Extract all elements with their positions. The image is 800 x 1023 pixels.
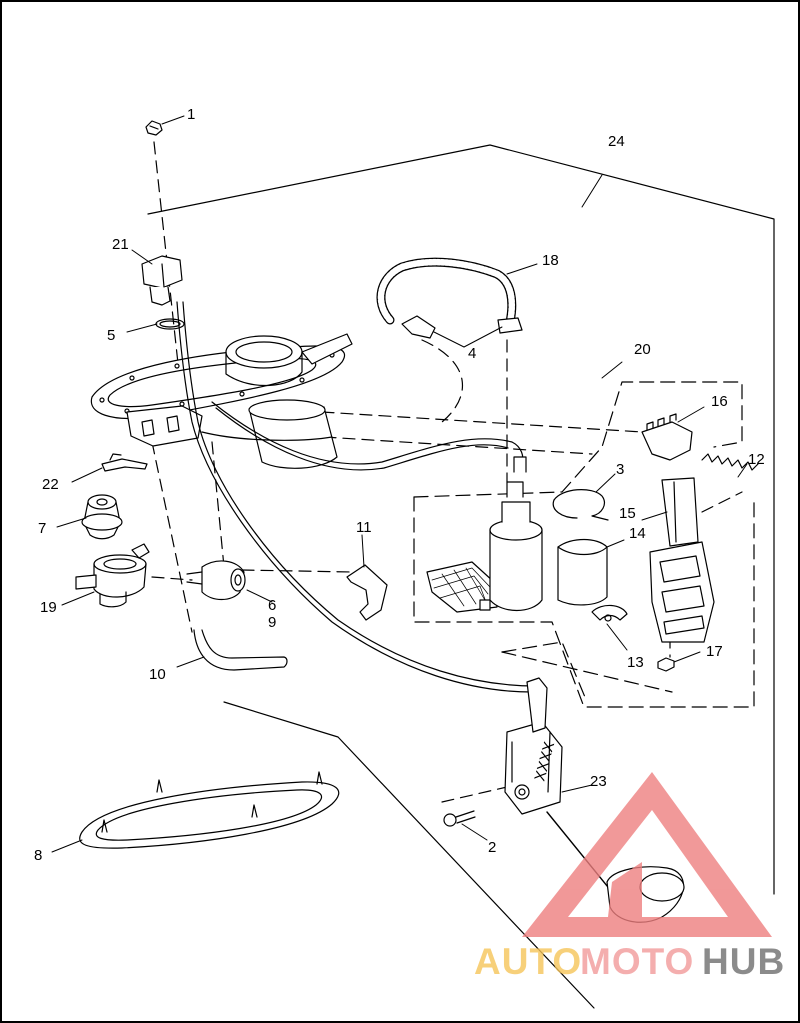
hose-18: [376, 257, 517, 327]
gasket-8: [79, 771, 340, 849]
watermark: AUTO MOTO HUB: [474, 772, 785, 982]
bracket-16: [641, 413, 693, 461]
callout-17: 17: [706, 643, 723, 660]
regulator-7: [81, 494, 123, 540]
watermark-logo: [522, 772, 772, 937]
watermark-part-hub: HUB: [702, 941, 785, 982]
callout-14: 14: [629, 525, 646, 542]
float-body: [649, 541, 715, 643]
assembly-boundary: [147, 144, 775, 1009]
callout-21: 21: [112, 236, 129, 253]
callout-23: 23: [590, 773, 607, 790]
callout-18: 18: [542, 252, 559, 269]
watermark-part-auto: AUTO: [474, 941, 582, 982]
callout-11: 11: [356, 519, 372, 536]
callout-20: 20: [634, 341, 651, 358]
top-plate: [90, 333, 353, 420]
connector-21: [141, 255, 183, 306]
bracket-11: [346, 564, 388, 621]
kit-boundary-20: [413, 381, 755, 708]
callout-13: 13: [627, 654, 644, 671]
leader-lines: [51, 115, 748, 853]
retainer-13: [591, 604, 628, 622]
callout-3: 3: [616, 461, 624, 478]
float-arm-15: [661, 477, 699, 547]
screw-2: [443, 810, 476, 827]
callout-7: 7: [38, 520, 46, 537]
callout-16: 16: [711, 393, 728, 410]
callout-10: 10: [149, 666, 166, 683]
watermark-part-moto: MOTO: [580, 941, 694, 982]
callout-12: 12: [748, 451, 765, 468]
wire-harness: [176, 301, 537, 693]
clamp-3: [552, 489, 609, 521]
assembly-guides: [151, 141, 743, 803]
callout-2: 2: [488, 839, 496, 856]
sleeve-14: [557, 538, 608, 606]
canister-6: [186, 560, 246, 601]
callout-19: 19: [40, 599, 57, 616]
callout-4: 4: [468, 345, 476, 362]
fuel-pump-14: [426, 456, 543, 613]
callout-15: 15: [619, 505, 636, 522]
spring-12: [701, 453, 759, 471]
callout-1: 1: [187, 106, 195, 123]
callout-24: 24: [608, 133, 625, 150]
hose-10: [193, 629, 288, 671]
pump-reservoir: [248, 399, 338, 469]
callout-6: 6: [268, 597, 276, 614]
nut-17: [657, 657, 675, 672]
filter-19: [75, 543, 150, 608]
pump-bracket: [126, 405, 203, 447]
callout-5: 5: [107, 327, 115, 344]
screw-1: [145, 120, 163, 136]
clamps-4: [401, 315, 523, 339]
callout-labels: 1 2 3 4 5 6 7 8 9 10 11 12 13 14 15 16 1…: [34, 106, 765, 864]
callout-9: 9: [268, 614, 276, 631]
clip-22: [101, 453, 148, 472]
callout-8: 8: [34, 847, 42, 864]
callout-22: 22: [42, 476, 59, 493]
o-ring-5: [155, 318, 185, 330]
